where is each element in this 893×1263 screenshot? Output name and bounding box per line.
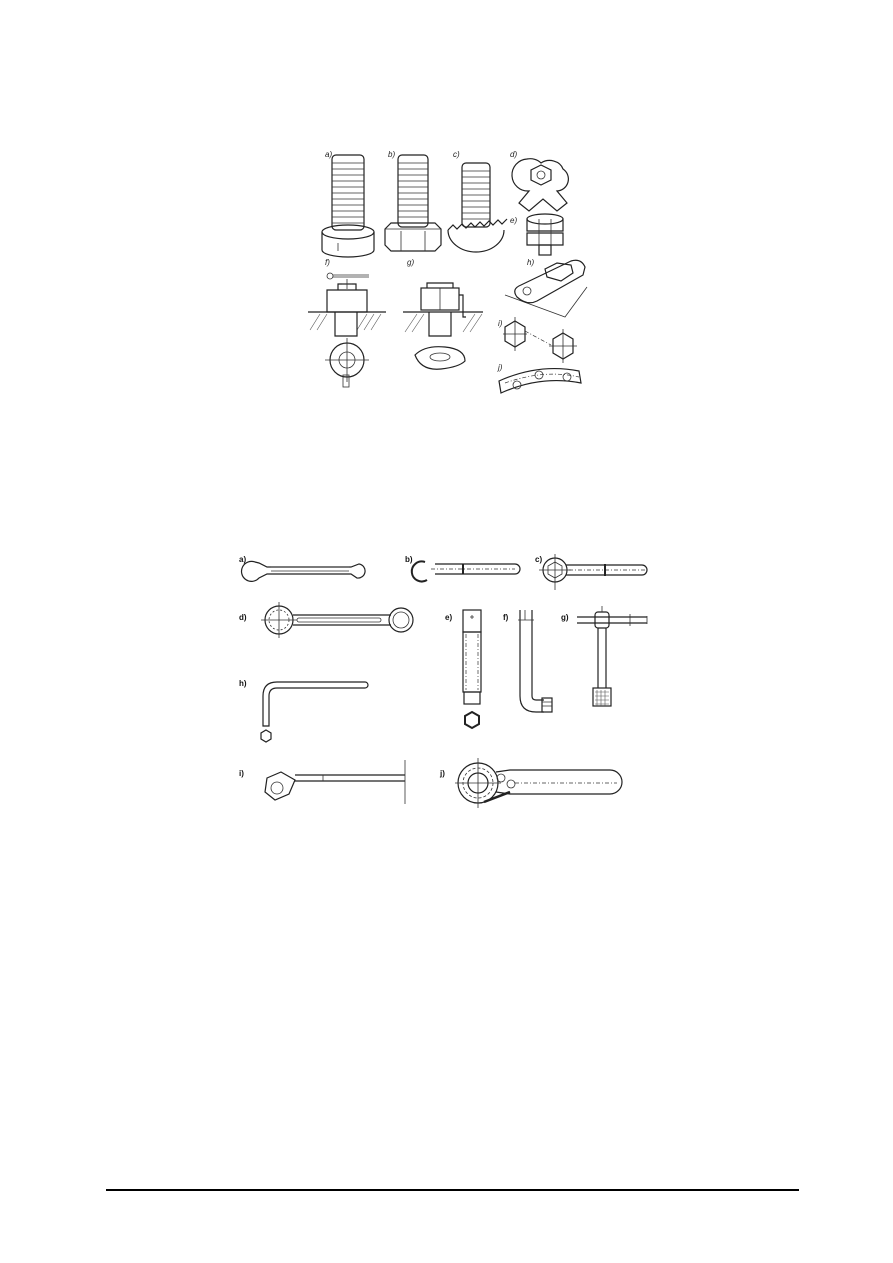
lock-wire-bolts-drawing (498, 367, 582, 394)
fig1-label-i: i) (498, 319, 503, 328)
open-end-wrench-drawing (240, 560, 366, 582)
flare-nut-wrench-drawing (410, 560, 521, 583)
bent-tab-washer-drawing (403, 282, 483, 370)
fig1-label-h: h) (527, 258, 534, 267)
fig2-label-j: j) (439, 769, 445, 778)
box-end-wrench-drawing (539, 554, 648, 590)
tab-washer-nut-drawing (511, 158, 569, 212)
fig1-label-e: e) (510, 216, 517, 225)
fig2-label-d: d) (239, 613, 247, 622)
footer-rule (106, 1189, 799, 1191)
fig2-label-g: g) (561, 613, 569, 622)
figure-wrench-types: a) b) c) d) (235, 550, 665, 815)
fig2-label-c: c) (535, 555, 542, 564)
hex-key-drawing (260, 681, 369, 743)
bolt-with-toothed-washer-drawing (447, 162, 508, 253)
fig1-label-j: j) (497, 363, 503, 372)
fig2-label-h: h) (239, 679, 247, 688)
fig2-label-f: f) (503, 613, 509, 622)
double-box-wrench-drawing (261, 602, 414, 638)
figure-locking-methods: a) b) c) (305, 145, 590, 395)
fig1-label-d: d) (510, 150, 517, 159)
t-handle-wrench-drawing (577, 606, 648, 707)
fig2-label-e: e) (445, 613, 452, 622)
fig2-label-b: b) (405, 555, 413, 564)
swivel-socket-wrench-drawing (264, 760, 406, 804)
bent-socket-wrench-drawing (518, 610, 553, 713)
fig2-label-i: i) (239, 769, 244, 778)
ratchet-wrench-drawing (455, 758, 623, 808)
fig1-label-c: c) (453, 150, 460, 159)
bolt-with-tab-washer-drawing (321, 154, 375, 258)
bolt-with-lock-nut-drawing (384, 154, 442, 252)
castle-nut-split-pin-drawing (308, 272, 386, 388)
socket-tube-wrench-drawing (462, 609, 482, 730)
fig1-label-a: a) (325, 150, 332, 159)
fig1-label-g: g) (407, 258, 414, 267)
fig2-label-a: a) (239, 555, 246, 564)
fig1-label-f: f) (325, 258, 330, 267)
locking-plate-drawing (504, 259, 588, 318)
fig1-label-b: b) (388, 150, 395, 159)
double-nut-drawing (526, 213, 564, 256)
wire-locked-nuts-drawing (503, 317, 577, 363)
